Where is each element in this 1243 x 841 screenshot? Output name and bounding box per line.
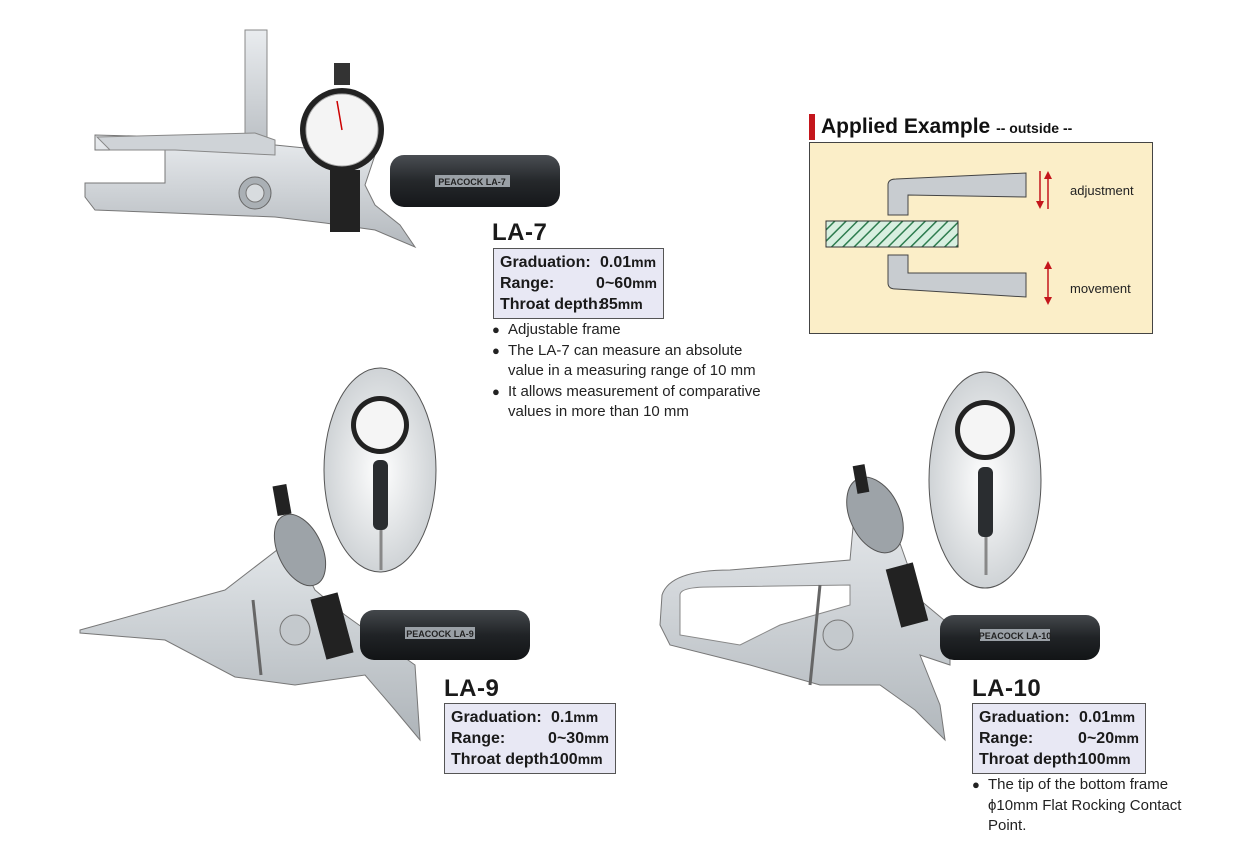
list-item: It allows measurement of comparative val… bbox=[492, 382, 782, 423]
spec-value: 0.01mm bbox=[600, 254, 657, 271]
spec-label: Range: bbox=[500, 275, 555, 292]
la9-product-image: PEACOCK LA-9 bbox=[79, 367, 530, 742]
spec-value: 0~20mm bbox=[1078, 730, 1139, 747]
spec-value: 0~60mm bbox=[596, 275, 657, 292]
spec-value: 0.1mm bbox=[551, 709, 599, 726]
list-item: The LA-7 can measure an absolute value i… bbox=[492, 341, 782, 382]
applied-subtitle: -- outside -- bbox=[996, 120, 1073, 136]
spec-value: 0~30mm bbox=[548, 730, 609, 747]
applied-example-title: Applied Example -- outside -- bbox=[821, 115, 1072, 139]
la9-spec-graduation: Graduation: 0.1mm bbox=[451, 707, 609, 728]
la10-spec-throat: Throat depth: 100mm bbox=[979, 749, 1139, 770]
la9-spec-range: Range: 0~30mm bbox=[451, 728, 609, 749]
spec-label: Throat depth: bbox=[979, 751, 1083, 768]
la10-model-title: LA-10 bbox=[972, 675, 1042, 702]
la7-spec-box: Graduation: 0.01mm Range: 0~60mm Throat … bbox=[493, 248, 664, 319]
spec-value: 0.01mm bbox=[1079, 709, 1136, 726]
la10-product-image: PEACOCK LA-10 bbox=[659, 371, 1100, 742]
spec-value: 100mm bbox=[1079, 751, 1131, 768]
applied-example-diagram: adjustment movement bbox=[809, 142, 1153, 334]
spec-label: Throat depth: bbox=[451, 751, 555, 768]
la10-spec-range: Range: 0~20mm bbox=[979, 728, 1139, 749]
la9-grip-logo: PEACOCK LA-9 bbox=[406, 629, 474, 639]
spec-label: Throat depth: bbox=[500, 296, 604, 313]
spec-label: Range: bbox=[451, 730, 506, 747]
list-item: Adjustable frame bbox=[492, 320, 782, 341]
list-item: The tip of the bottom frame ϕ10mm Flat R… bbox=[972, 775, 1212, 837]
la9-spec-throat: Throat depth: 100mm bbox=[451, 749, 609, 770]
la7-spec-range: Range: 0~60mm bbox=[500, 273, 657, 294]
la9-spec-box: Graduation: 0.1mm Range: 0~30mm Throat d… bbox=[444, 703, 616, 774]
spec-label: Graduation: bbox=[451, 709, 542, 726]
applied-diagram-figure bbox=[825, 171, 1052, 305]
la7-spec-throat: Throat depth: 85mm bbox=[500, 294, 657, 315]
spec-value: 85mm bbox=[600, 296, 643, 313]
la7-spec-graduation: Graduation: 0.01mm bbox=[500, 252, 657, 273]
applied-title-accent bbox=[809, 114, 815, 140]
spec-label: Graduation: bbox=[500, 254, 591, 271]
la10-grip-logo: PEACOCK LA-10 bbox=[979, 631, 1052, 641]
spec-label: Graduation: bbox=[979, 709, 1070, 726]
la7-grip-logo: PEACOCK LA-7 bbox=[438, 177, 506, 187]
la10-spec-graduation: Graduation: 0.01mm bbox=[979, 707, 1139, 728]
la7-feature-list: Adjustable frame The LA-7 can measure an… bbox=[492, 320, 782, 423]
la7-product-image: PEACOCK LA-7 bbox=[84, 29, 560, 249]
la10-spec-box: Graduation: 0.01mm Range: 0~20mm Throat … bbox=[972, 703, 1146, 774]
applied-title-text: Applied Example bbox=[821, 115, 991, 138]
spec-value: 100mm bbox=[551, 751, 603, 768]
movement-label: movement bbox=[1070, 281, 1131, 296]
la9-model-title: LA-9 bbox=[444, 675, 500, 702]
la10-feature-list: The tip of the bottom frame ϕ10mm Flat R… bbox=[972, 775, 1212, 837]
la7-model-title: LA-7 bbox=[492, 219, 548, 246]
adjustment-label: adjustment bbox=[1070, 183, 1134, 198]
spec-label: Range: bbox=[979, 730, 1034, 747]
